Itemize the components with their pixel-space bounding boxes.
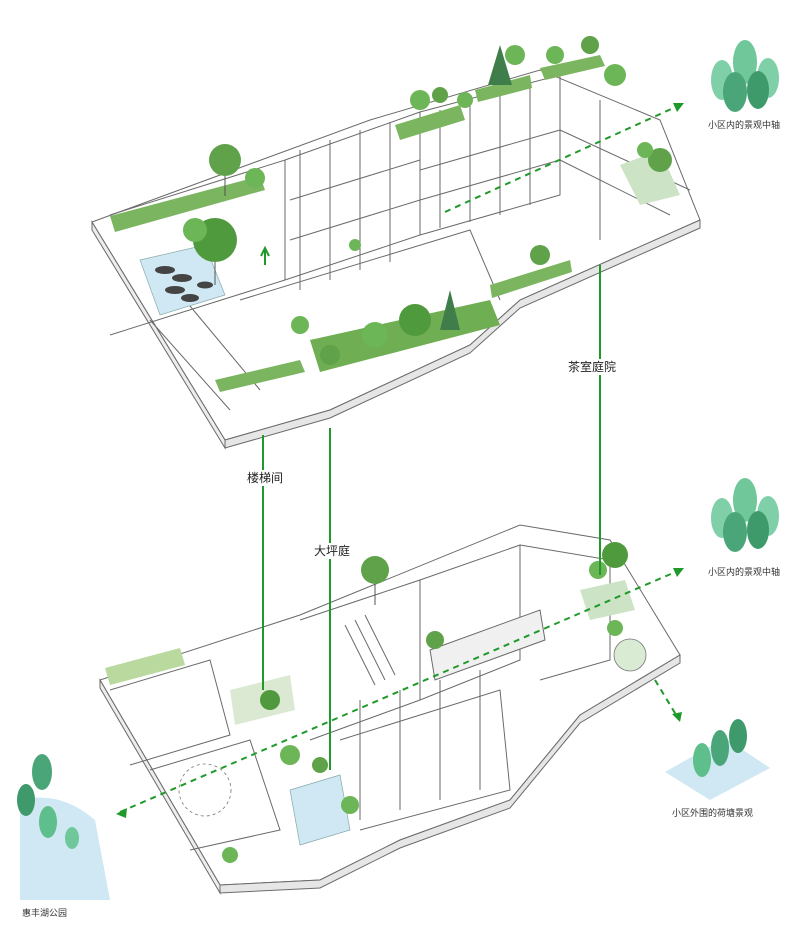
stairwell-label: 楼梯间 bbox=[245, 470, 286, 486]
big-courtyard-label: 大坪庭 bbox=[312, 543, 353, 559]
axis-upper-label: 小区内的景观中轴 bbox=[708, 121, 781, 131]
lotus-pond-icon bbox=[665, 719, 770, 800]
axis-lower-line bbox=[119, 569, 681, 813]
huifeng-lake-label: 惠丰湖公园 bbox=[22, 909, 68, 919]
upper-trees bbox=[183, 36, 672, 365]
tree-cluster-middle-icon bbox=[711, 478, 779, 552]
lotus-axis-line bbox=[654, 679, 679, 719]
axis-lower-label: 小区内的景观中轴 bbox=[708, 568, 781, 578]
lower-landscape bbox=[105, 580, 647, 846]
arrow-upper-icon bbox=[673, 103, 684, 112]
lotus-pond-label: 小区外围的荷塘景观 bbox=[672, 809, 754, 819]
arrow-left-icon bbox=[116, 808, 127, 818]
huifeng-lake-icon bbox=[17, 754, 110, 900]
axis-dashed-lines bbox=[119, 104, 681, 813]
arrow-lower-icon bbox=[673, 568, 684, 577]
tree-cluster-upper-icon bbox=[711, 40, 779, 112]
upper-floor-plan bbox=[91, 69, 701, 450]
axis-arrowheads bbox=[116, 103, 684, 818]
tea-room-courtyard-label: 茶室庭院 bbox=[566, 359, 619, 375]
arrow-lotus-icon bbox=[672, 712, 682, 722]
lower-trees bbox=[222, 542, 628, 863]
lower-floor-plan bbox=[99, 524, 681, 895]
